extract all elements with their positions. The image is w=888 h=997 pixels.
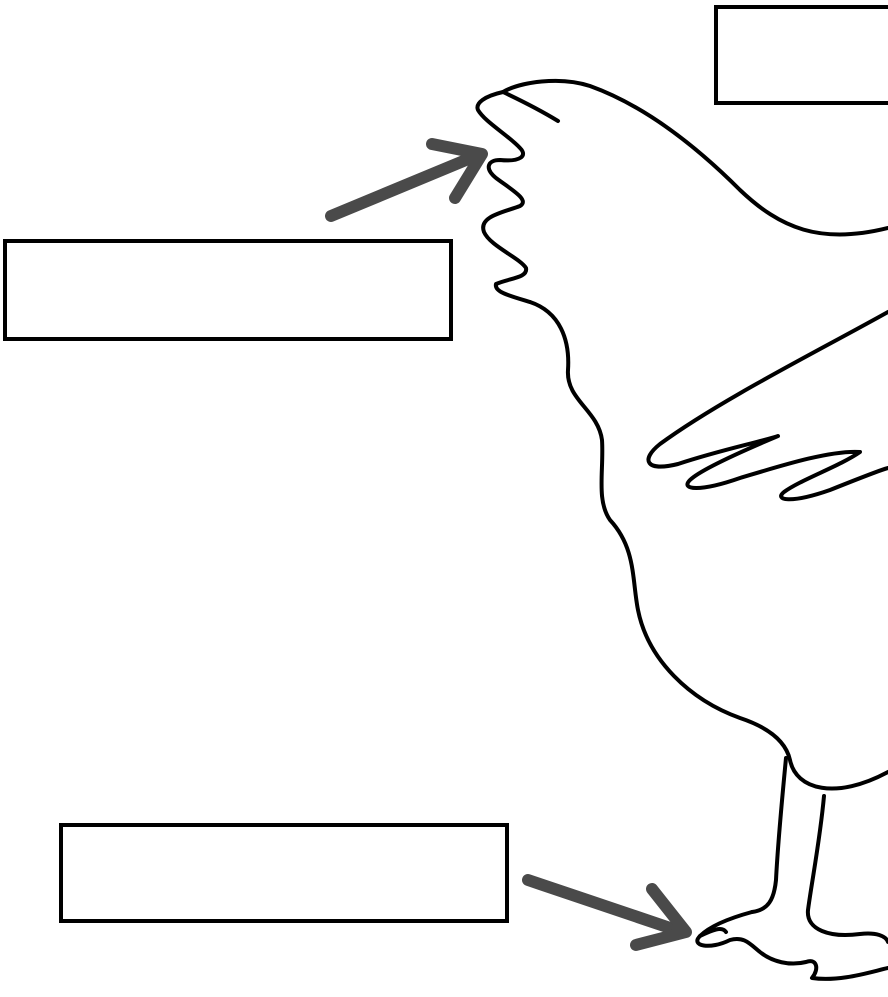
arrow-to-comb xyxy=(325,138,488,222)
label-box-top-right[interactable] xyxy=(714,5,888,105)
label-box-comb[interactable] xyxy=(3,239,453,341)
rooster-foot-outline xyxy=(695,910,888,981)
rooster-wing-outline xyxy=(646,310,888,502)
arrow-to-foot xyxy=(522,874,692,951)
rooster-leg-back xyxy=(805,794,888,944)
rooster-leg-front xyxy=(750,756,788,914)
rooster-comb-serration xyxy=(475,90,532,304)
rooster-toe-tip xyxy=(698,927,728,938)
rooster-breast-outline xyxy=(528,300,888,791)
rooster-outline xyxy=(475,78,888,981)
label-box-foot[interactable] xyxy=(59,823,509,923)
